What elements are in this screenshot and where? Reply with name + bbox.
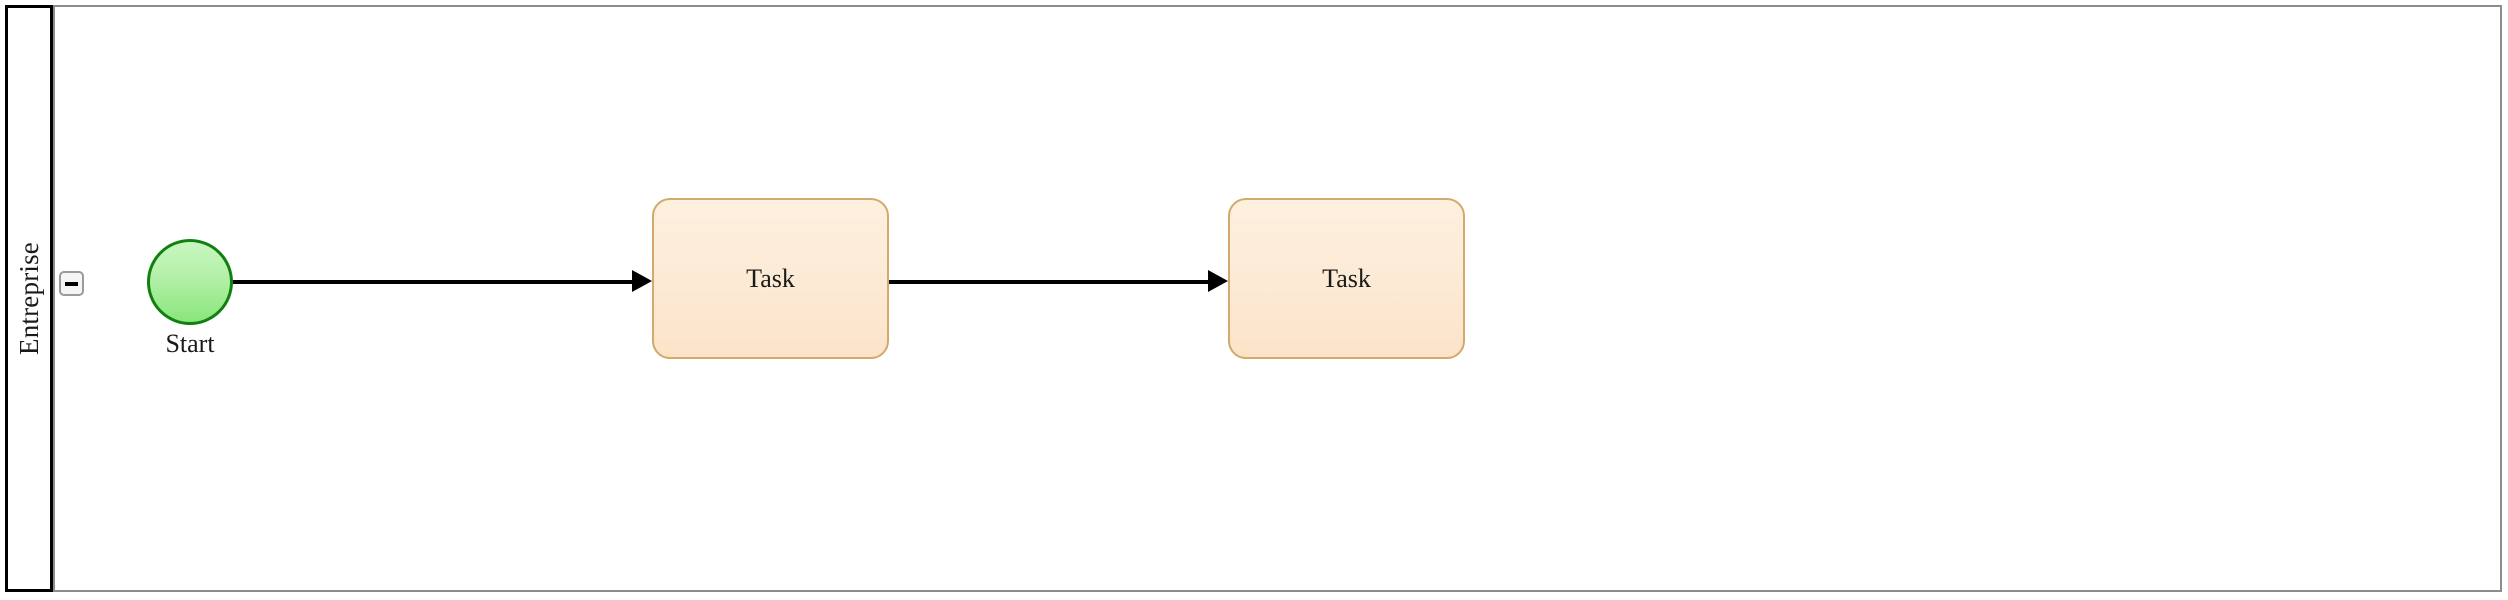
sequence-flow-1-arrowhead-icon [632,270,652,292]
task-node-1[interactable]: Task [652,198,889,359]
start-event-label: Start [165,329,215,358]
sequence-flow-2[interactable] [889,280,1209,284]
pool-collapse-button[interactable] [59,271,84,296]
task-node-2[interactable]: Task [1228,198,1465,359]
pool-name-label: Entreprise [13,242,44,355]
minus-icon [65,281,78,286]
task-node-2-label: Task [1322,263,1371,293]
sequence-flow-1[interactable] [233,280,633,284]
pool-header[interactable]: Entreprise [5,5,53,592]
sequence-flow-2-arrowhead-icon [1208,270,1228,292]
task-node-1-label: Task [746,263,795,293]
start-event-node[interactable] [147,239,233,325]
